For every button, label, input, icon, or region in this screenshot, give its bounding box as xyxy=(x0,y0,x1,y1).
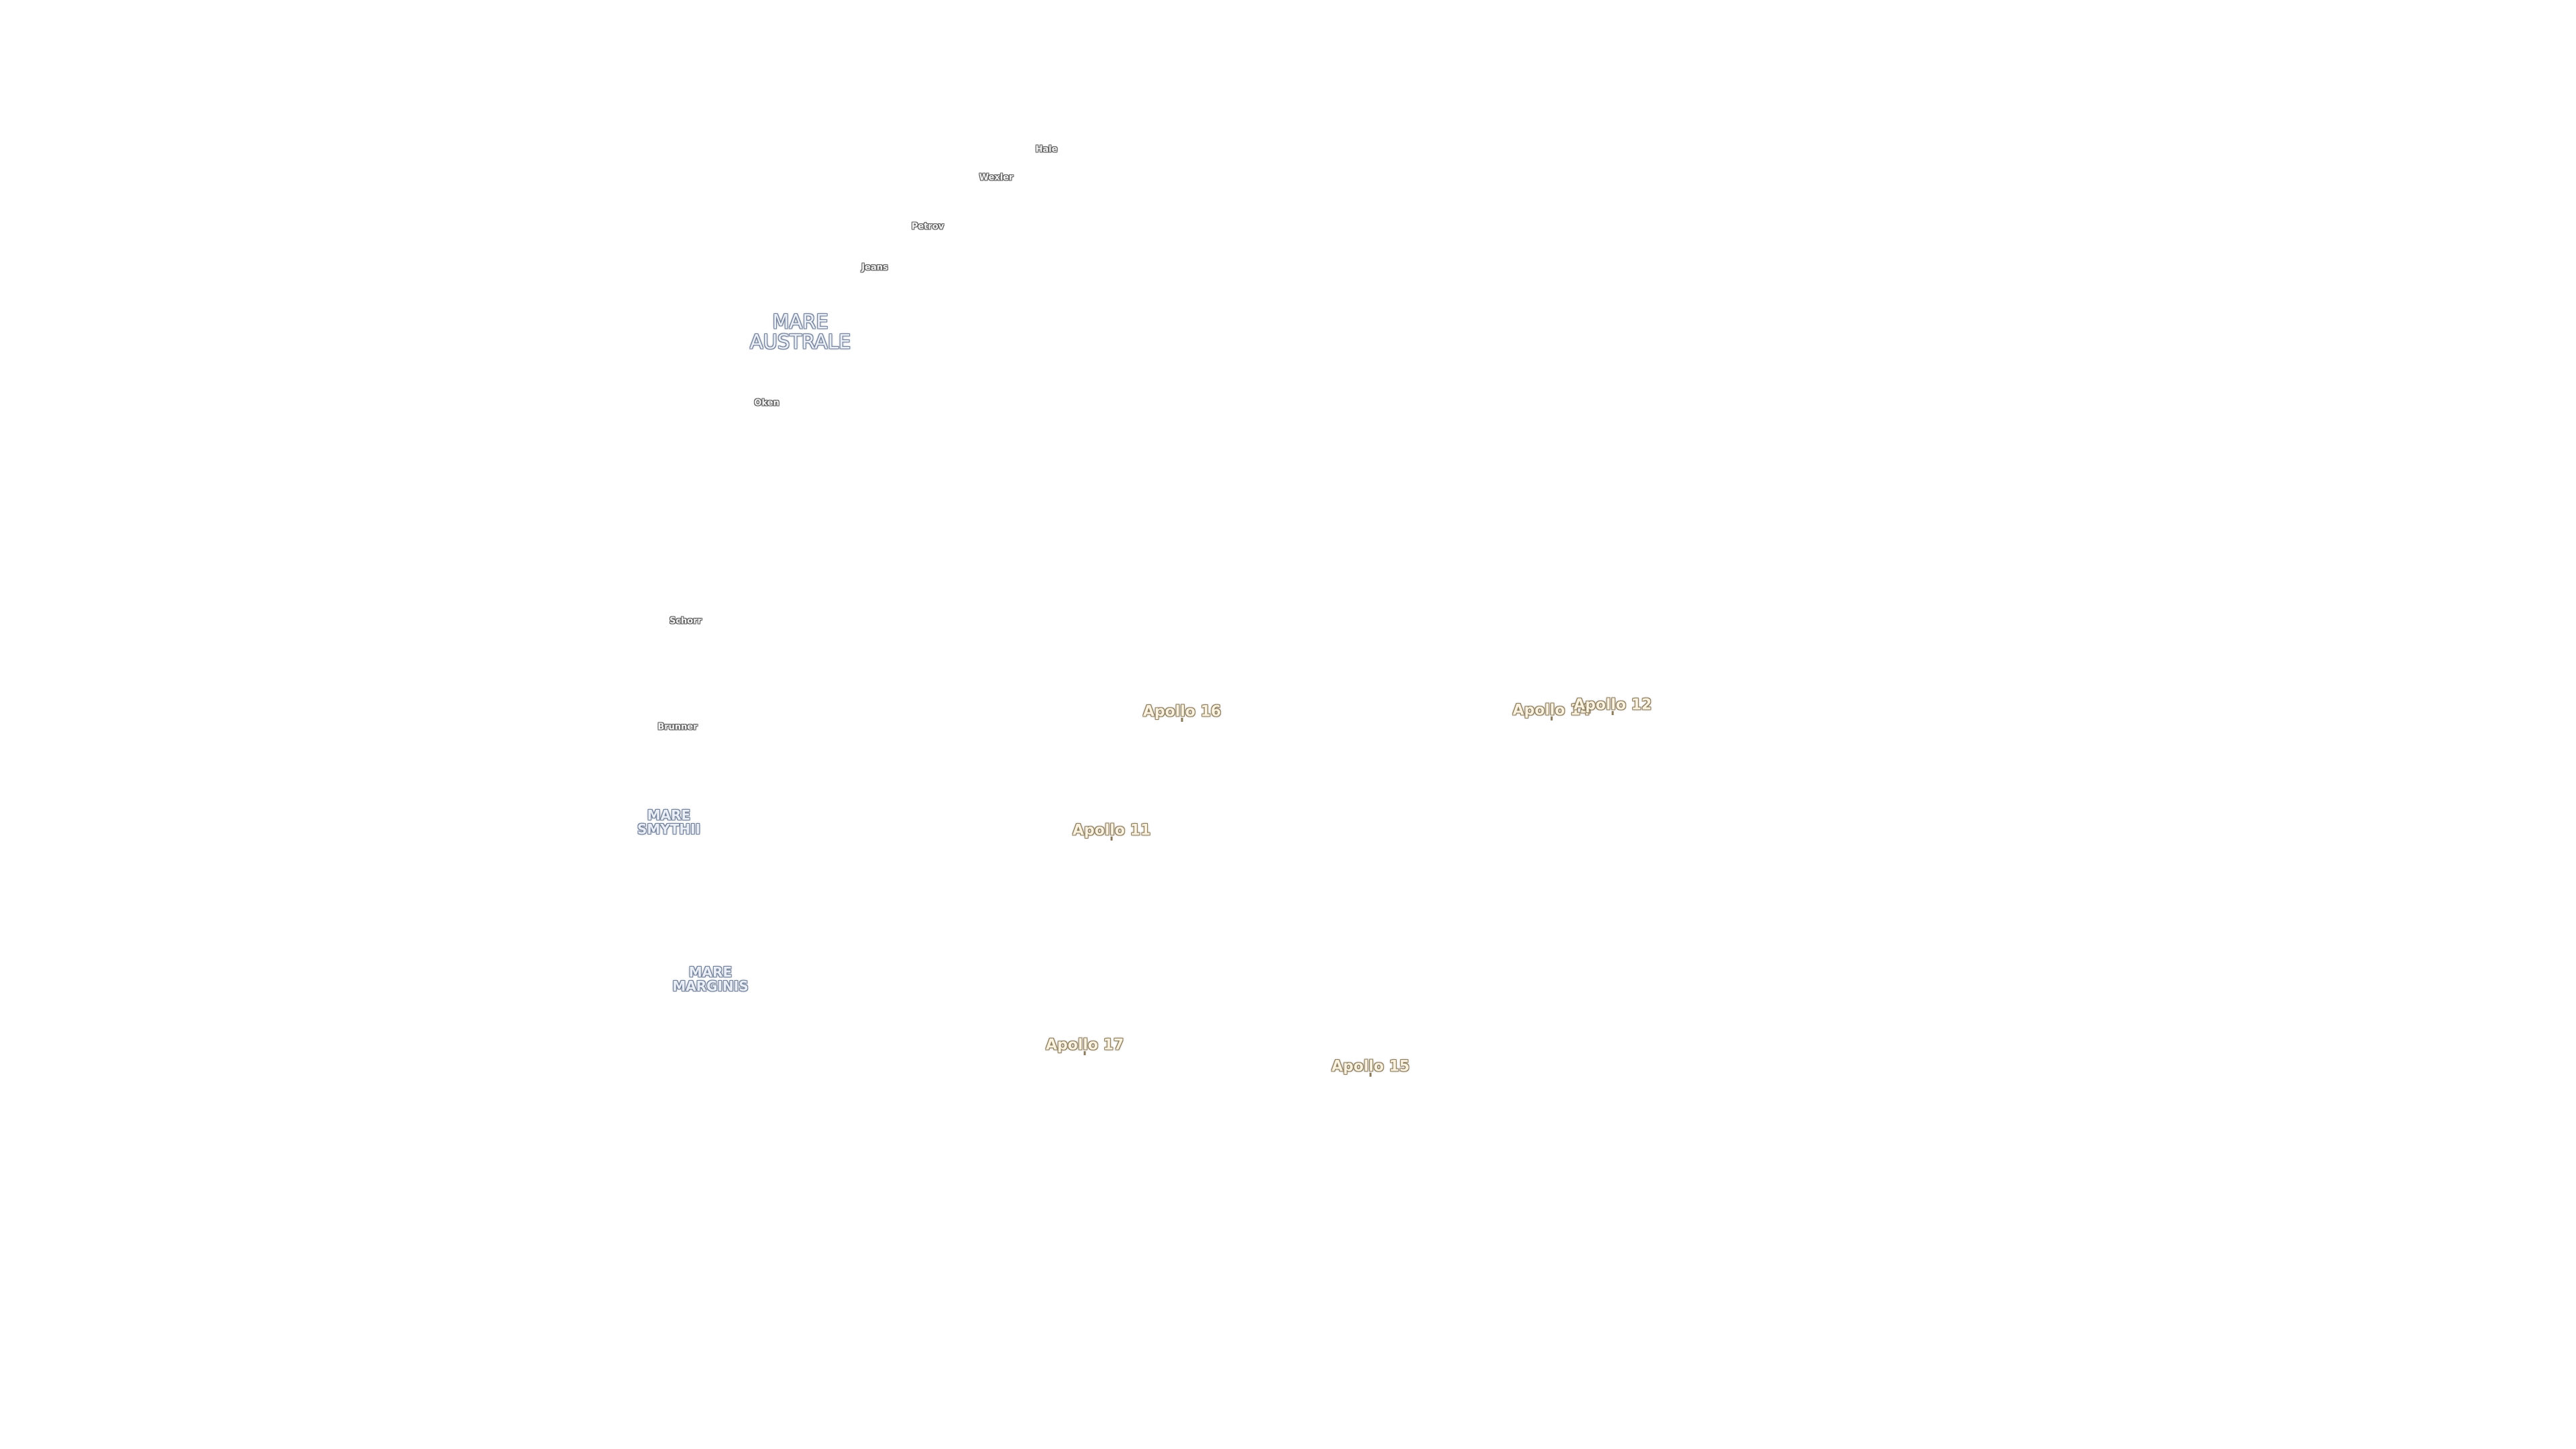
crater-label-wexler[interactable]: Wexler xyxy=(979,172,1014,183)
landing-site-label-apollo-17[interactable]: Apollo 17 xyxy=(1045,1036,1124,1054)
crater-label-brunner[interactable]: Brunner xyxy=(657,722,698,733)
landing-site-label-apollo-16[interactable]: Apollo 16 xyxy=(1142,703,1222,720)
mare-label-australe[interactable]: MARE AUSTRALE xyxy=(749,310,851,354)
landing-site-marker-icon[interactable] xyxy=(1110,837,1113,841)
mare-label-marginis[interactable]: MARE MARGINIS xyxy=(672,964,749,994)
landing-site-marker-icon[interactable] xyxy=(1181,718,1183,722)
crater-label-petrov[interactable]: Petrov xyxy=(911,221,945,232)
landing-site-marker-icon[interactable] xyxy=(1083,1051,1086,1055)
landing-site-marker-icon[interactable] xyxy=(1550,716,1553,720)
crater-label-schorr[interactable]: Schorr xyxy=(669,616,702,627)
crater-label-oken[interactable]: Oken xyxy=(754,398,780,409)
landing-site-label-apollo-11[interactable]: Apollo 11 xyxy=(1072,822,1151,839)
landing-site-marker-icon[interactable] xyxy=(1611,711,1614,715)
landing-site-label-apollo-15[interactable]: Apollo 15 xyxy=(1331,1058,1410,1075)
landing-site-label-apollo-12[interactable]: Apollo 12 xyxy=(1573,696,1652,714)
landing-site-label-apollo-14[interactable]: Apollo 14 xyxy=(1512,702,1591,719)
mare-label-smythii[interactable]: MARE SMYTHII xyxy=(637,807,701,837)
crater-label-jeans[interactable]: Jeans xyxy=(861,262,888,273)
landing-site-marker-icon[interactable] xyxy=(1369,1073,1372,1077)
crater-label-hale[interactable]: Hale xyxy=(1035,144,1058,155)
